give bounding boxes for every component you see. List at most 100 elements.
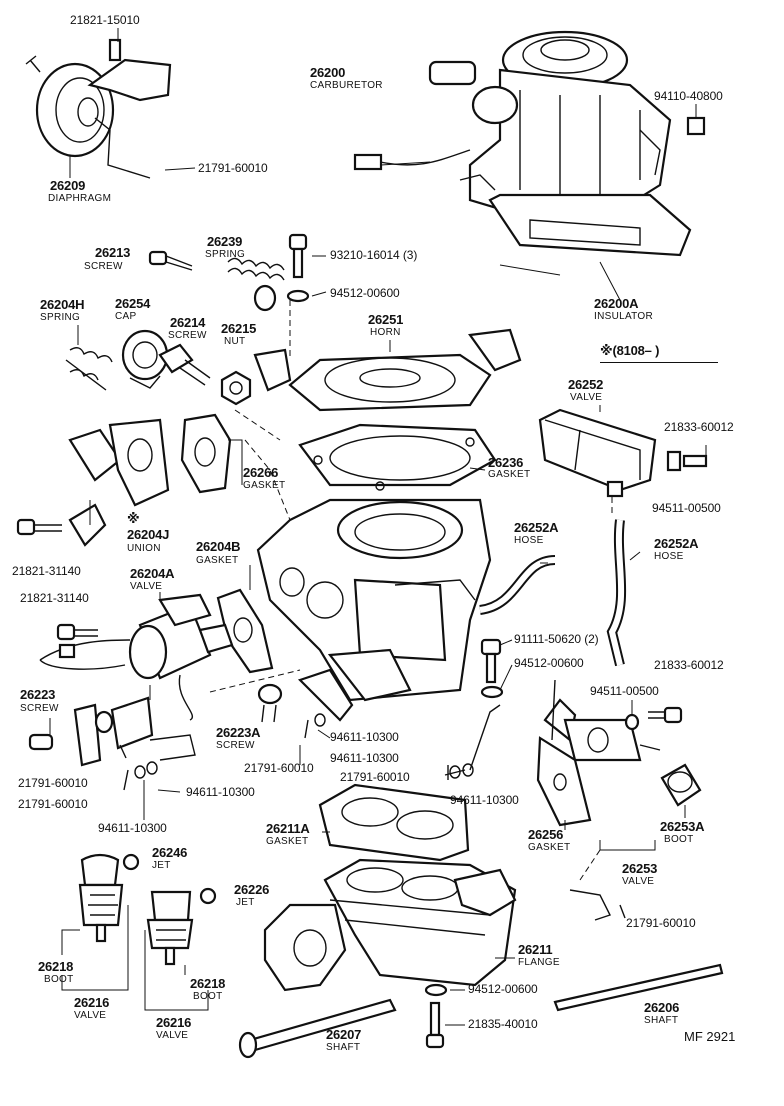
label-nut-pn: 94110-40800 [654, 89, 723, 103]
bolt-91111-drawing [480, 638, 502, 684]
label-valve-b-name: VALVE [622, 876, 655, 887]
carburetor-body-drawing [256, 498, 492, 702]
cap-26254-drawing [121, 329, 169, 389]
nut-26215-drawing [220, 370, 252, 406]
valve-26216-a-drawing [78, 853, 124, 943]
label-horn-name: HORN [370, 327, 401, 338]
label-insulator-name: INSULATOR [594, 311, 654, 322]
label-clip4-pn: 21791-60010 [18, 776, 88, 790]
label-clip6-pn: 21791-60010 [626, 916, 696, 930]
label-flange-name: FLANGE [518, 957, 560, 968]
screw-26214-drawing [158, 343, 211, 386]
label-cap-num: 26254 [115, 296, 151, 311]
label-nut-num: 26215 [221, 321, 257, 336]
label-union-bolt-pn: 21821-31140 [12, 564, 81, 578]
label-gasket-c-name: GASKET [528, 842, 571, 853]
label-union-mark: ※ [127, 511, 140, 526]
label-hose-a-name: HOSE [514, 535, 544, 546]
label-gasket-c-num: 26256 [528, 827, 564, 842]
label-bolt-pn: 93210-16014 (3) [330, 248, 418, 262]
label-gasket-top-name: GASKET [243, 480, 286, 491]
label-screw3-name: SCREW [20, 703, 59, 714]
label-union-name: UNION [127, 543, 161, 554]
valve-26252-drawing [538, 408, 657, 498]
label-horn-num: 26251 [368, 312, 404, 327]
label-jet-name: JET [152, 860, 171, 871]
label-spring-num: 26239 [207, 234, 243, 249]
label-horn-gasket-num: 26236 [488, 455, 524, 470]
rod-drawing [469, 704, 501, 771]
label-washer-pn: 94512-00600 [330, 286, 400, 300]
label-boot2-name: BOOT [193, 991, 223, 1002]
label-bolt4-pn: 21833-60012 [654, 658, 724, 672]
label-screw2-name: SCREW [168, 330, 207, 341]
label-valve-a-bolt-pn: 21821-31140 [20, 591, 89, 605]
valve-26216-b-drawing [146, 890, 194, 966]
label-valve-a-name: VALVE [130, 581, 163, 592]
label-flange-gasket-num: 26211A [266, 821, 310, 836]
label-washer3-pn: 94512-00600 [514, 656, 584, 670]
label-boot2-num: 26218 [190, 976, 226, 991]
label-remark: ※(8108– ) [600, 343, 660, 358]
label-cap-name: CAP [115, 311, 137, 322]
label-diaphragm-clip: 21791-60010 [198, 161, 268, 175]
label-valve-d-name: VALVE [156, 1030, 189, 1041]
label-clip3-pn: 21791-60010 [340, 770, 410, 784]
label-horn-gasket-name: GASKET [488, 469, 531, 480]
bolt-21833-b-drawing [648, 706, 683, 724]
label-screw2-num: 26214 [170, 315, 206, 330]
label-washer5-pn: 94611-10300 [330, 730, 399, 744]
label-shaft-num: 26206 [644, 1000, 680, 1015]
label-screw4-num: 26223A [216, 725, 261, 740]
label-washer9-bottom-pn: 94611-10300 [98, 821, 167, 835]
label-gasket-top-num: 26266 [243, 465, 279, 480]
spring-26239-drawing [227, 257, 285, 281]
bolt-21821-31140-b-drawing [56, 623, 98, 641]
label-spring-h-name: SPRING [40, 312, 81, 323]
label-washer2-pn: 94511-00500 [652, 501, 721, 515]
flange-drawing [263, 858, 517, 992]
label-gasket-b-num: 26204B [196, 539, 241, 554]
label-jet2-num: 26226 [234, 882, 270, 897]
flange-gasket-drawing [318, 783, 470, 862]
label-washer6-pn: 94611-10300 [330, 751, 399, 765]
label-bolt2-pn: 21833-60012 [664, 420, 734, 434]
label-valve-d-num: 26216 [156, 1015, 192, 1030]
label-flange-num: 26211 [518, 942, 553, 957]
valve-26204a-drawing [39, 593, 234, 721]
label-diaphragm-num: 26209 [50, 178, 86, 193]
label-washer9-pn: 94512-00600 [468, 982, 538, 996]
label-spring-h-num: 26204H [40, 297, 85, 312]
label-screw-name: SCREW [84, 261, 123, 272]
label-washer4-pn: 94511-00500 [590, 684, 659, 698]
label-jet2-name: JET [236, 897, 255, 908]
label-valve-c-name: VALVE [74, 1010, 107, 1021]
diaphragm-drawing [25, 38, 172, 179]
label-hose-b-name: HOSE [654, 551, 684, 562]
gasket-26266-drawing [180, 413, 232, 494]
label-jet-num: 26246 [152, 845, 188, 860]
label-valve-num: 26252 [568, 377, 604, 392]
valve-26253-drawing [536, 679, 661, 827]
label-union-num: 26204J [127, 527, 170, 542]
union-drawing [68, 418, 170, 547]
label-hose-b-num: 26252A [654, 536, 699, 551]
label-boot-a-num: 26253A [660, 819, 705, 834]
horn-gasket-drawing [298, 423, 497, 491]
lever-center-drawing [297, 668, 354, 739]
horn-drawing [253, 328, 522, 412]
label-boot1-num: 26218 [38, 959, 74, 974]
label-clip2-pn: 21791-60010 [244, 761, 314, 775]
label-diaphragm-bolt: 21821-15010 [70, 13, 140, 27]
screw-26223a-drawing [257, 683, 283, 723]
carburetor-drawing [353, 30, 692, 257]
label-carburetor-name: CARBURETOR [310, 80, 383, 91]
label-shaft-name: SHAFT [644, 1015, 679, 1026]
label-carburetor-num: 26200 [310, 65, 346, 80]
bolt-21821-31140-a-drawing [16, 518, 62, 536]
label-bolt5-pn: 21835-40010 [468, 1017, 538, 1031]
label-gasket-b-name: GASKET [196, 555, 239, 566]
label-washer8-pn: 94611-10300 [450, 793, 519, 807]
nut-drawing [686, 116, 706, 136]
